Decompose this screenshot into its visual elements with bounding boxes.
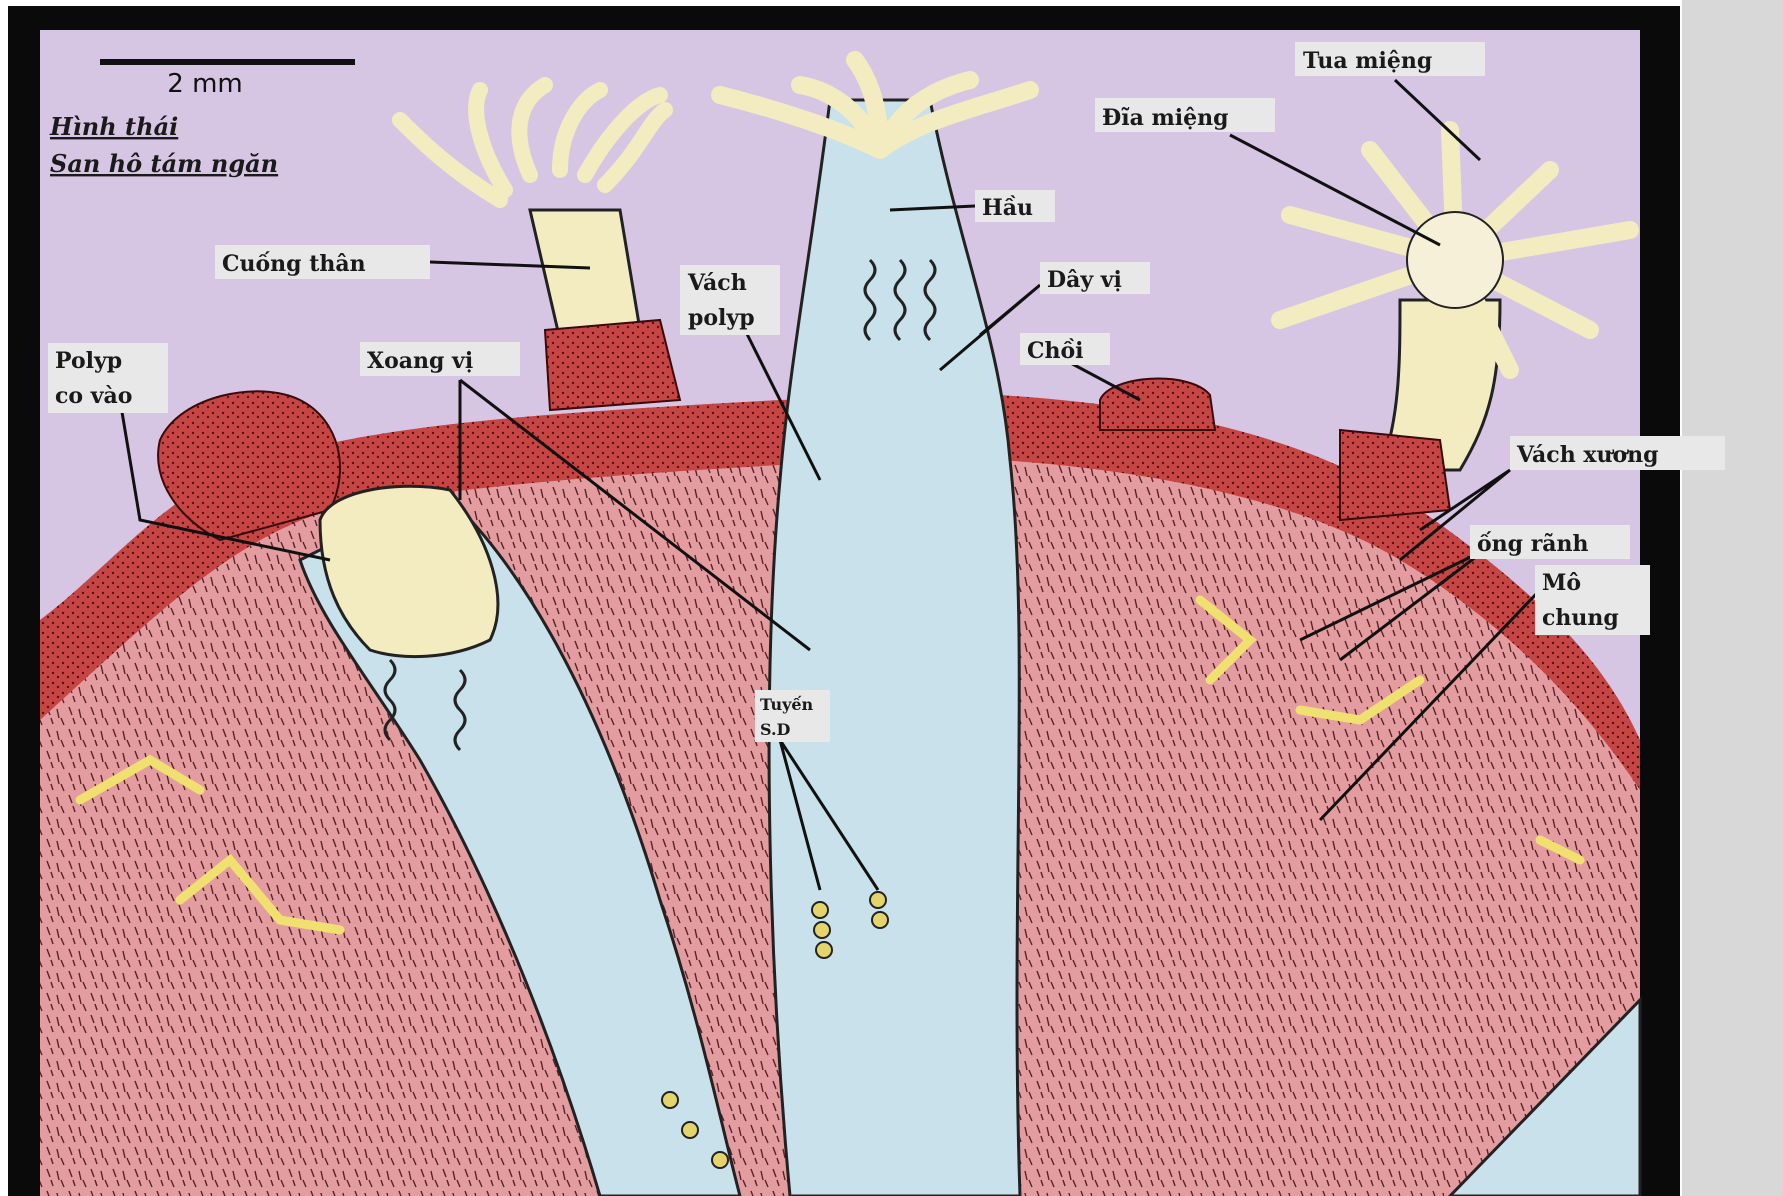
diagram-title-line1: Hình thái	[49, 112, 178, 141]
label-choi: Chồi	[1027, 338, 1084, 364]
label-vach-polyp-line1: Vách	[687, 270, 747, 296]
label-vach-polyp-line2: polyp	[688, 305, 755, 331]
polyp-base-right	[1340, 430, 1450, 520]
diagram-title-line2: San hô tám ngăn	[50, 149, 278, 178]
right-margin-panel	[1682, 0, 1783, 1196]
label-tuyen-sd-line1: Tuyến	[760, 695, 814, 714]
label-polyp-co-vao-line1: Polyp	[55, 348, 122, 374]
scale-bar-label: 2 mm	[167, 69, 242, 99]
oral-disc	[1407, 212, 1503, 308]
label-cuong-than: Cuống thân	[222, 251, 366, 277]
label-mo-chung-line1: Mô	[1542, 570, 1581, 596]
label-polyp-co-vao-line2: co vào	[55, 383, 132, 409]
label-mo-chung-line2: chung	[1542, 605, 1619, 631]
label-tua-mieng: Tua miệng	[1303, 48, 1432, 74]
label-xoang-vi: Xoang vị	[367, 348, 473, 374]
label-ong-ranh: ống rãnh	[1477, 531, 1589, 557]
label-hau: Hầu	[982, 195, 1033, 221]
label-day-vi: Dây vị	[1047, 267, 1122, 293]
label-dia-mieng: Đĩa miệng	[1102, 105, 1229, 131]
label-tuyen-sd-line2: S.D	[760, 720, 791, 739]
label-vach-xuong: Vách xương	[1516, 442, 1659, 468]
polyp-base-left	[545, 320, 680, 410]
